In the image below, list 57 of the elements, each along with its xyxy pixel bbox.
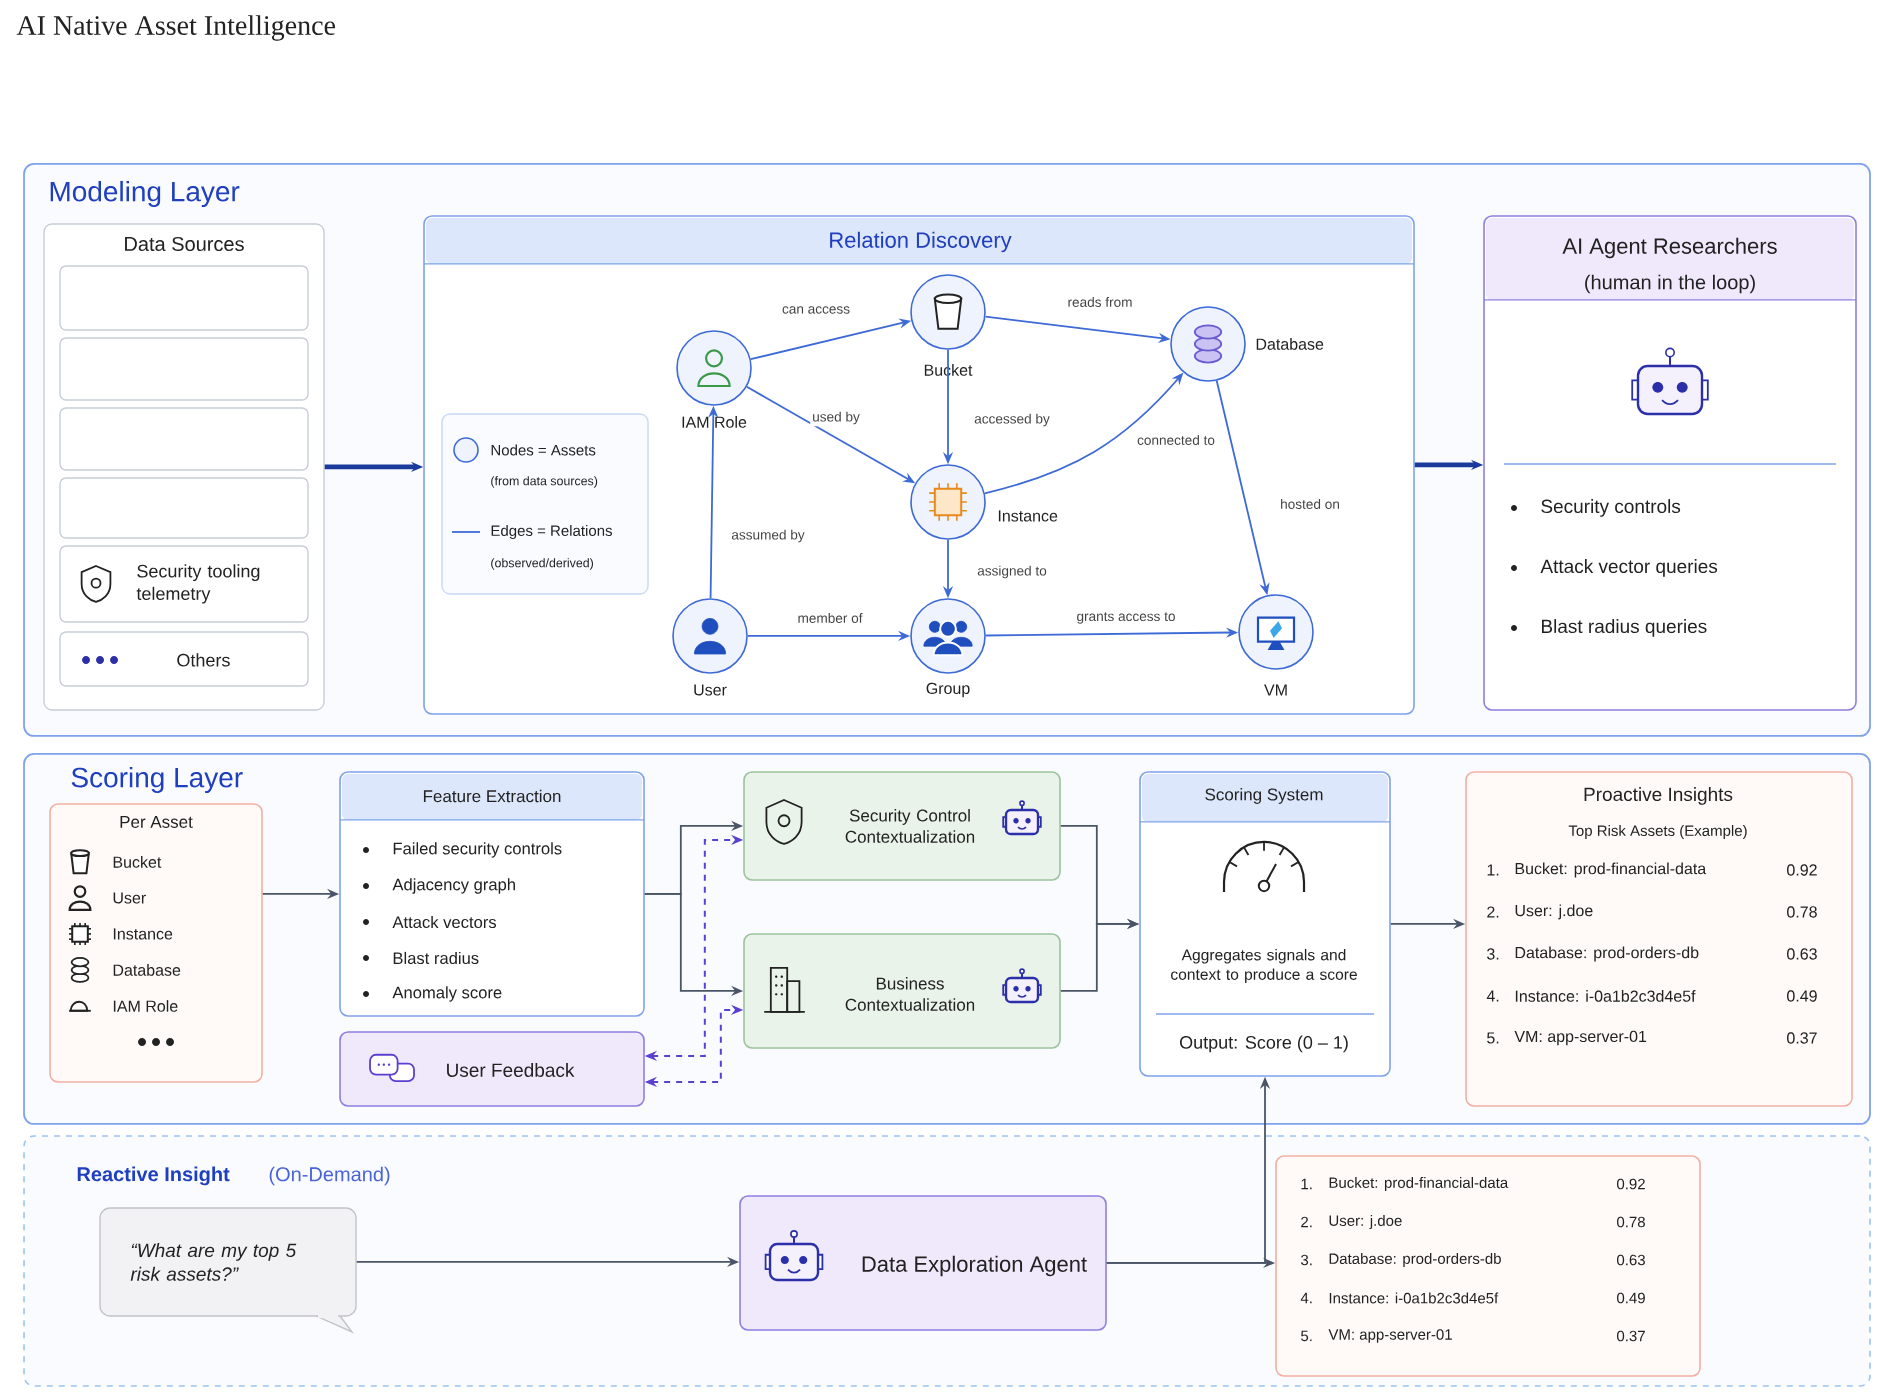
agent-box: Data Exploration Agent	[739, 1195, 1107, 1331]
list-item: Database	[113, 964, 181, 976]
panel-header: Scoring System	[1142, 773, 1388, 822]
node-label: Instance	[994, 507, 1061, 525]
rank-number: 2.	[1487, 906, 1499, 918]
list-item: Failed security controls	[393, 842, 562, 858]
risk-score: 0.63	[1787, 948, 1817, 960]
panel-header: AI Agent Researchers (human in the loop)	[1486, 218, 1854, 300]
risk-score: 0.92	[1787, 864, 1817, 876]
list-item: Blast radius queries	[1542, 619, 1707, 637]
rank-number: 1.	[1487, 864, 1499, 876]
node-label: VM	[1261, 681, 1291, 699]
context-box: Business Contextualization	[743, 933, 1061, 1049]
title: AI Native Asset Intelligence	[16, 15, 335, 41]
asset-name: Instance: i-0a1b2c3d4e5f	[1515, 990, 1696, 1002]
panel-header: Relation Discovery	[426, 218, 1412, 264]
layer-title: Reactive Insight	[77, 1166, 230, 1186]
list-item: Instance	[113, 928, 173, 940]
source-box: Others	[59, 631, 309, 687]
list-item: Attack vectors	[392, 915, 497, 929]
rank-number: 4.	[1486, 990, 1499, 1002]
source-box	[59, 337, 309, 401]
feedback-box: User Feedback	[339, 1031, 645, 1107]
layer-title: (On-Demand)	[269, 1166, 390, 1186]
risk-score: 0.37	[1787, 1032, 1817, 1044]
list-item: User	[113, 892, 146, 904]
node-label: IAM Role	[678, 413, 750, 431]
risk-score: 0.49	[1787, 990, 1817, 1002]
list-item: IAM Role	[113, 1000, 178, 1012]
asset-name: User: j.doe	[1515, 904, 1593, 920]
list-item: Anomaly score	[392, 986, 502, 1002]
list-item: Blast radius	[393, 951, 479, 965]
layer-title: Scoring Layer	[71, 766, 243, 793]
rank-number: 5.	[1487, 1032, 1499, 1044]
list-item: Attack vector queries	[1540, 559, 1718, 577]
layer-title: Modeling Layer	[50, 180, 240, 207]
panel-heading: Per Asset	[120, 816, 193, 828]
source-box	[59, 407, 309, 471]
context-box: Security Control Contextualization	[743, 771, 1061, 881]
panel-heading: Proactive Insights	[1584, 787, 1733, 805]
panel-header: Feature Extraction	[342, 773, 642, 820]
panel-text: Output: Score (0 – 1)	[1180, 1035, 1348, 1053]
list-item: Bucket	[113, 856, 162, 868]
source-box: Security tooling telemetry	[59, 545, 309, 623]
asset-name: Bucket: prod-financial-data	[1515, 862, 1707, 878]
asset-name: Database: prod-orders-db	[1515, 946, 1699, 962]
source-box	[59, 265, 309, 331]
panel-heading: Data Sources	[125, 236, 244, 252]
node-label: Database	[1252, 335, 1327, 353]
source-box	[59, 477, 309, 539]
speech-bubble: “What are my top 5 risk assets?”	[99, 1207, 357, 1334]
risk-score: 0.78	[1787, 906, 1817, 918]
rank-number: 3.	[1487, 948, 1499, 960]
list-item: Adjacency graph	[392, 878, 515, 894]
list-item: Security controls	[1541, 499, 1681, 517]
node-label: User	[690, 681, 730, 699]
asset-name: VM: app-server-01	[1514, 1030, 1647, 1046]
